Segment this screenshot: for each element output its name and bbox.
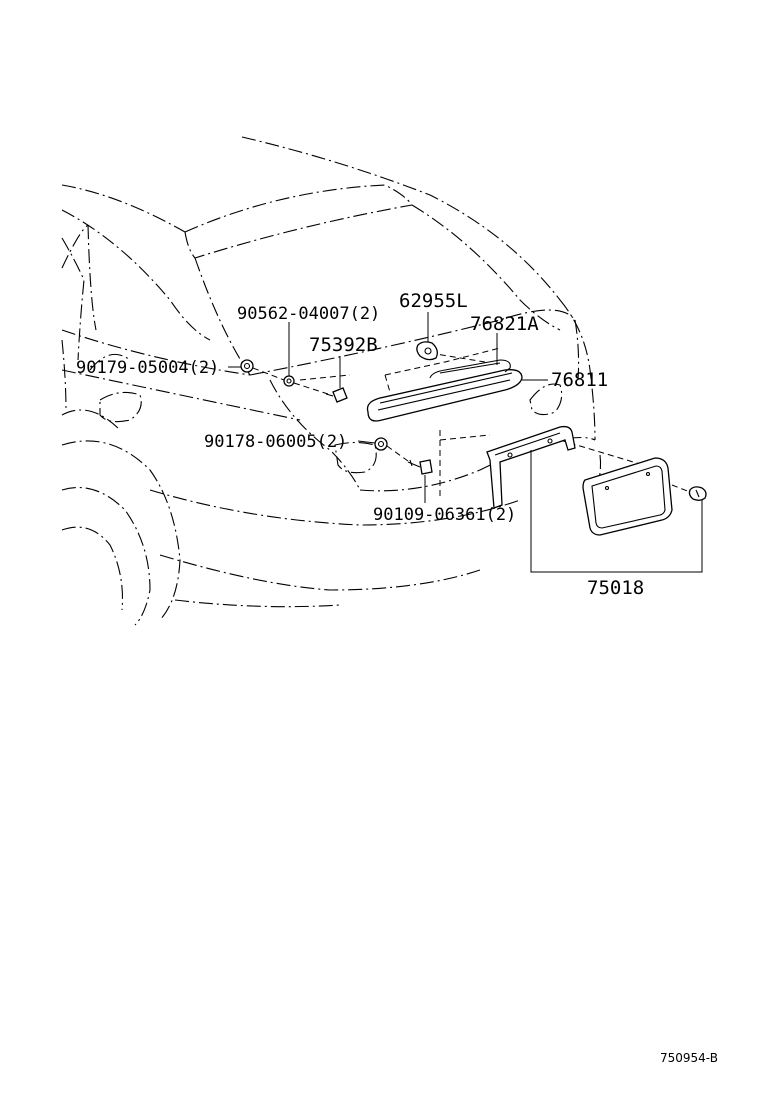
part-76811-high-mount-lamp (366, 369, 523, 422)
catalog-code: 750954-B (660, 1051, 718, 1065)
part-90178-nut (374, 437, 388, 451)
label-62955L: 62955L (399, 290, 468, 312)
leader-lines (228, 312, 703, 573)
part-90179-nut (240, 359, 254, 373)
label-76821A: 76821A (470, 313, 539, 335)
part-90109-bolt (407, 459, 433, 475)
part-75392B-clip (325, 387, 348, 403)
label-75018: 75018 (587, 577, 644, 599)
part-90562-nut (283, 375, 295, 387)
label-75392B: 75392B (309, 334, 378, 356)
label-90562-04007: 90562-04007(2) (237, 304, 380, 324)
label-90109-06361: 90109-06361(2) (373, 505, 516, 525)
label-76811: 76811 (551, 369, 608, 391)
label-90179-05004: 90179-05004(2) (76, 358, 219, 378)
mounting-reference-lines (299, 347, 661, 500)
label-90178-06005: 90178-06005(2) (204, 432, 347, 452)
part-75018-license-bracket (486, 425, 707, 536)
part-labels: 62955L 76821A 76811 90562-04007(2) 75392… (76, 290, 644, 599)
part-76821A-cover (429, 359, 511, 379)
part-62955L-clip (416, 341, 438, 361)
